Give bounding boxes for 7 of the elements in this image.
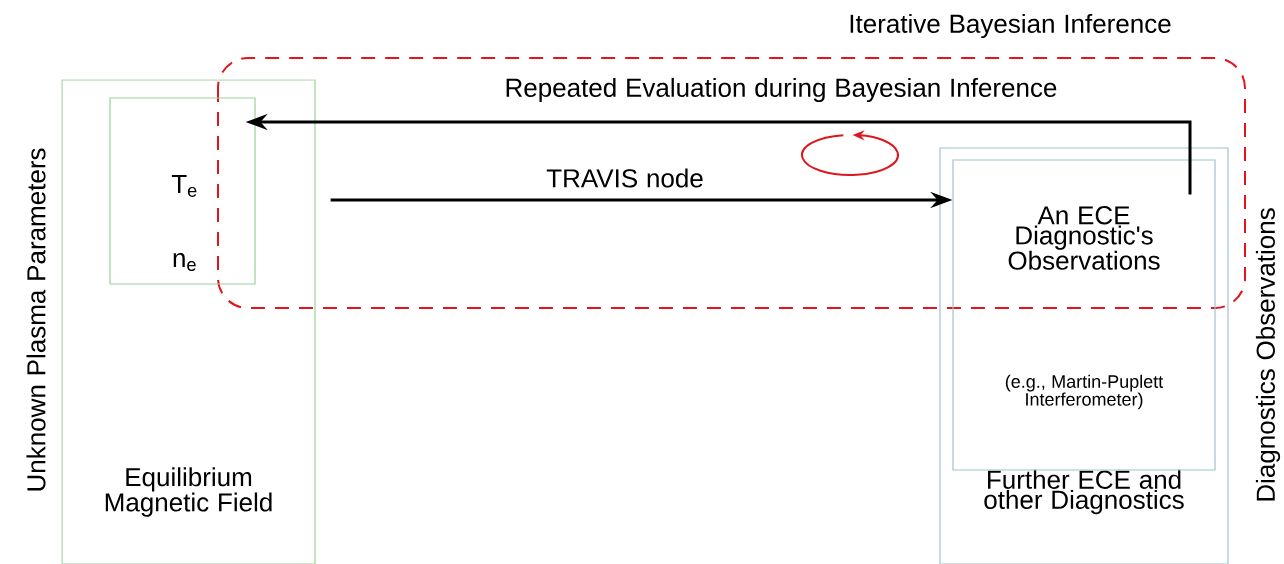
edge-label: Repeated Evaluation during Bayesian Inference (502, 75, 1060, 105)
edge-label: TRAVIS node (544, 166, 706, 190)
box: An ECE Diagnostic's Observations (e.g., Martin-Puplett Interferometer) (952, 159, 1216, 471)
side-label: Unknown Plasma Parameters (26, 148, 46, 491)
region-title: Iterative Bayesian Inference (850, 13, 1171, 39)
side-label: Diagnostics Observations (1255, 208, 1281, 501)
box: T$_{e}$ n$_{e}$ (109, 97, 256, 285)
